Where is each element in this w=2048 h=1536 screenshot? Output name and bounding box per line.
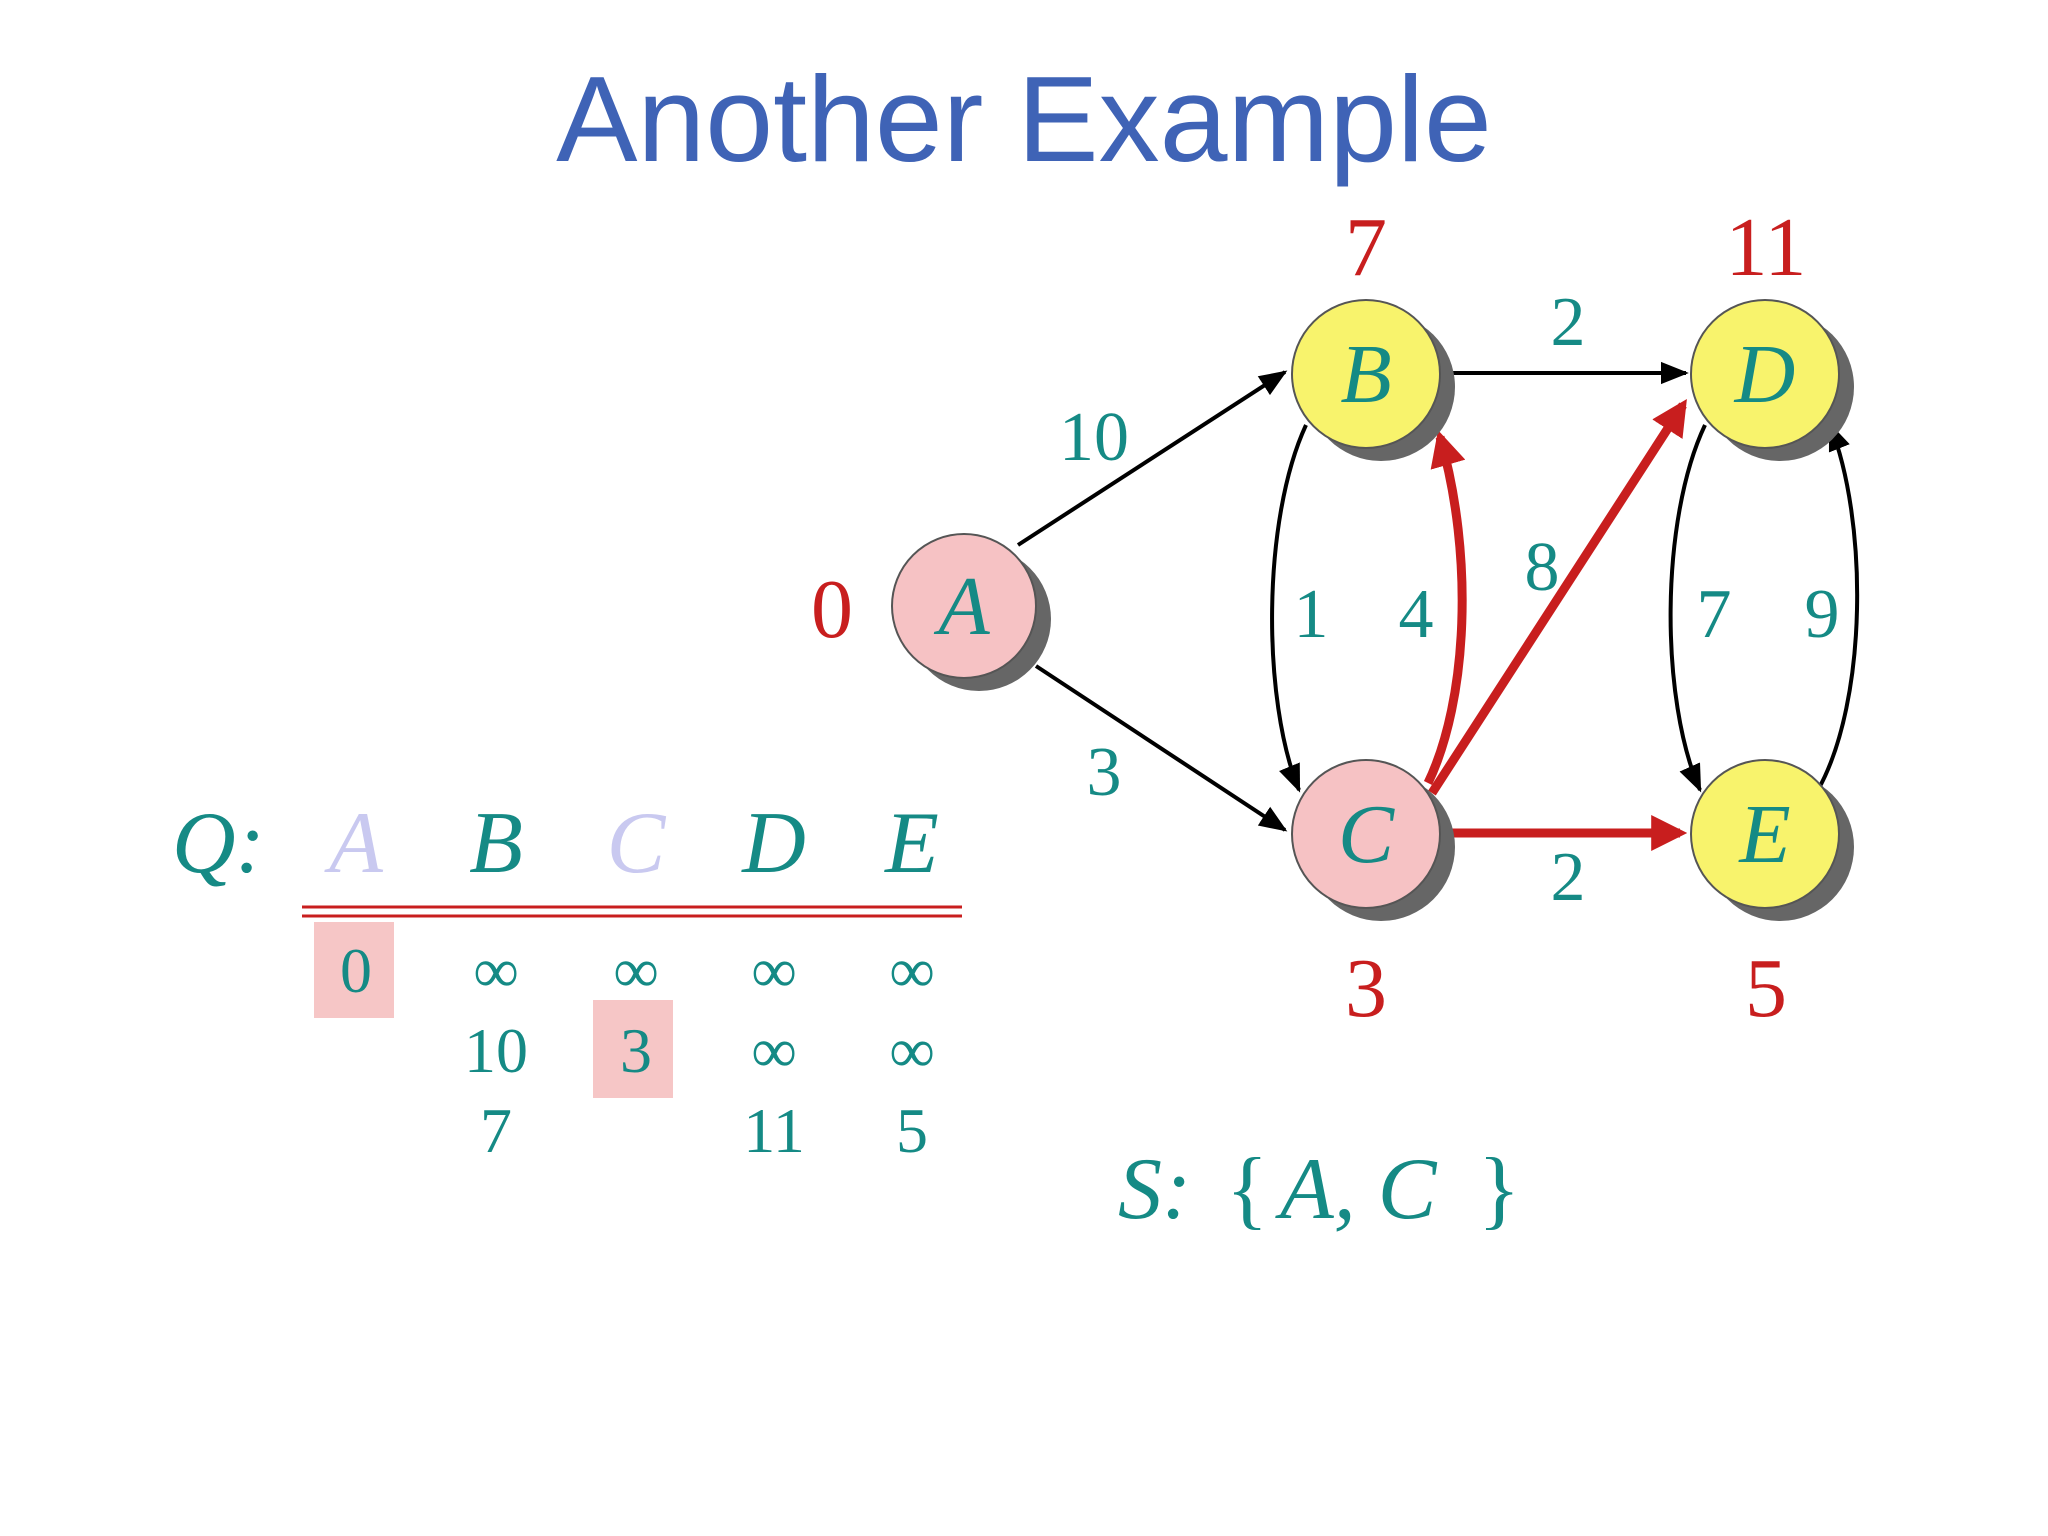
node-b: B bbox=[1291, 299, 1455, 461]
weight-c-d: 8 bbox=[1525, 529, 1560, 606]
weight-c-e: 2 bbox=[1551, 839, 1586, 916]
distance-b: 7 bbox=[1345, 201, 1387, 294]
weight-a-c: 3 bbox=[1087, 734, 1122, 811]
queue-header-e: E bbox=[883, 795, 939, 892]
set-s: S: { A, C } bbox=[1118, 1141, 1520, 1238]
queue-cell-1-4: ∞ bbox=[889, 1015, 935, 1086]
node-c: C bbox=[1291, 759, 1455, 921]
queue-table: Q: A B C D E 0 ∞ ∞ ∞ ∞ 10 3 ∞ ∞ 7 11 5 bbox=[172, 795, 962, 1166]
distance-c: 3 bbox=[1345, 942, 1387, 1035]
edge-d-e bbox=[1668, 424, 1707, 793]
edge-c-d bbox=[1428, 398, 1687, 796]
queue-cell-0-4: ∞ bbox=[889, 935, 935, 1006]
queue-cell-2-3: 11 bbox=[743, 1095, 805, 1166]
node-d-label: D bbox=[1734, 328, 1796, 421]
queue-cell-0-3: ∞ bbox=[751, 935, 797, 1006]
node-distances: 0 7 3 11 5 bbox=[811, 201, 1806, 1035]
weight-e-d: 9 bbox=[1805, 576, 1840, 653]
weight-c-b: 4 bbox=[1399, 576, 1434, 653]
queue-header-d: D bbox=[741, 795, 806, 892]
queue-highlight-a bbox=[314, 922, 394, 1018]
edge-a-b bbox=[1016, 370, 1288, 547]
queue-cell-2-4: 5 bbox=[896, 1095, 928, 1166]
distance-e: 5 bbox=[1745, 942, 1787, 1035]
queue-cell-1-3: ∞ bbox=[751, 1015, 797, 1086]
node-c-label: C bbox=[1338, 788, 1395, 881]
queue-header-c: C bbox=[607, 795, 667, 892]
queue-label: Q: bbox=[172, 795, 265, 892]
node-b-label: B bbox=[1340, 328, 1391, 421]
weight-d-e: 7 bbox=[1697, 576, 1732, 653]
slide-title: Another Example bbox=[556, 51, 1492, 187]
queue-cell-0-1: ∞ bbox=[473, 935, 519, 1006]
node-b-circle bbox=[1291, 299, 1441, 449]
queue-cell-0-2: ∞ bbox=[613, 935, 659, 1006]
queue-headers: A B C D E bbox=[324, 795, 939, 892]
node-e: E bbox=[1690, 759, 1854, 921]
distance-a: 0 bbox=[811, 563, 853, 656]
node-c-circle bbox=[1291, 759, 1441, 909]
node-d: D bbox=[1690, 299, 1854, 461]
node-d-circle bbox=[1690, 299, 1840, 449]
weight-b-d: 2 bbox=[1551, 284, 1586, 361]
edges-black bbox=[1016, 361, 1860, 832]
edge-a-c bbox=[1034, 664, 1288, 832]
edges-red bbox=[1423, 398, 1688, 851]
queue-cell-1-2: 3 bbox=[620, 1015, 652, 1086]
distance-d: 11 bbox=[1726, 201, 1807, 294]
queue-cell-0-0: 0 bbox=[340, 935, 372, 1006]
queue-header-b: B bbox=[469, 795, 523, 892]
node-a: A bbox=[891, 533, 1051, 691]
queue-highlight-c bbox=[593, 1000, 673, 1098]
node-e-circle bbox=[1690, 759, 1840, 909]
set-s-open-brace: { bbox=[1226, 1141, 1268, 1238]
node-a-circle bbox=[891, 533, 1037, 679]
edge-weights: 10 3 2 1 4 8 2 7 9 bbox=[1059, 284, 1840, 916]
edge-b-c bbox=[1270, 424, 1308, 793]
set-s-label: S: bbox=[1118, 1141, 1191, 1238]
weight-a-b: 10 bbox=[1059, 399, 1129, 476]
queue-cell-1-1: 10 bbox=[464, 1015, 528, 1086]
weight-b-c: 1 bbox=[1294, 576, 1329, 653]
node-a-label: A bbox=[933, 560, 990, 653]
node-e-label: E bbox=[1738, 788, 1790, 881]
edge-c-b bbox=[1423, 430, 1467, 785]
queue-values: 0 ∞ ∞ ∞ ∞ 10 3 ∞ ∞ 7 11 5 bbox=[340, 935, 935, 1166]
queue-header-a: A bbox=[324, 795, 384, 892]
set-s-close-brace: } bbox=[1478, 1141, 1520, 1238]
edge-e-d bbox=[1816, 422, 1860, 791]
queue-cell-2-1: 7 bbox=[480, 1095, 512, 1166]
set-s-members: A, C bbox=[1275, 1141, 1438, 1238]
